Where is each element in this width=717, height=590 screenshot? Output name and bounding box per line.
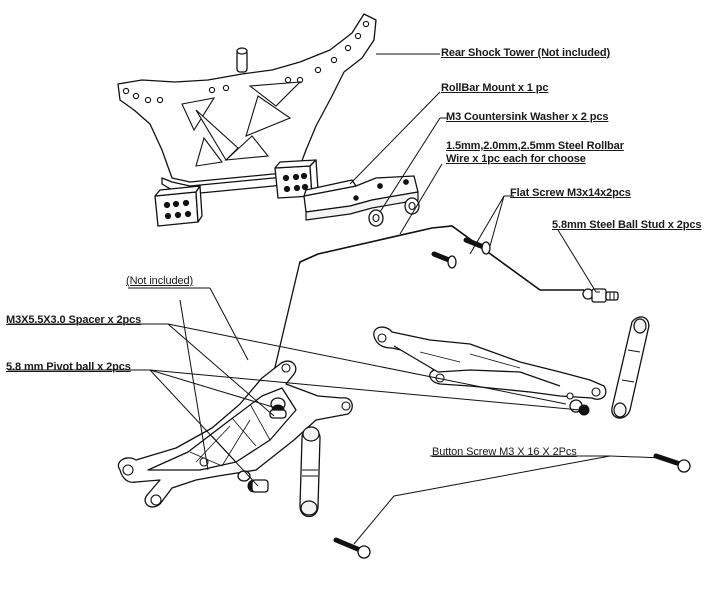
label-rollbar-wire-line1: 1.5mm,2.0mm,2.5mm Steel Rollbar bbox=[446, 140, 624, 152]
label-spacer: M3X5.5X3.0 Spacer x 2pcs bbox=[6, 314, 142, 326]
label-not-included: (Not included) bbox=[126, 275, 194, 287]
label-rollbar-wire-line2: Wire x 1pc each for choose bbox=[446, 153, 586, 165]
rollbar-wire bbox=[273, 225, 584, 373]
rear-shock-tower bbox=[117, 13, 377, 227]
flat-screws bbox=[431, 237, 491, 269]
button-screws bbox=[333, 453, 691, 559]
label-rollbar-mount: RollBar Mount x 1 pc bbox=[441, 82, 549, 94]
rollbar-mount bbox=[303, 175, 419, 221]
label-ball-stud: 5.8mm Steel Ball Stud x 2pcs bbox=[552, 219, 702, 231]
label-pivot-ball: 5.8 mm Pivot ball x 2pcs bbox=[6, 361, 131, 373]
right-rocker-arm bbox=[373, 326, 607, 416]
steel-ball-stud bbox=[582, 288, 619, 303]
center-linkage bbox=[299, 426, 321, 518]
label-rear-shock-tower: Rear Shock Tower (Not included) bbox=[441, 47, 611, 59]
leader-lines bbox=[8, 53, 665, 545]
label-button-screw: Button Screw M3 X 16 X 2Pcs bbox=[432, 446, 577, 458]
label-flat-screw: Flat Screw M3x14x2pcs bbox=[510, 187, 631, 199]
left-rocker-arm bbox=[117, 360, 353, 508]
countersink-washers bbox=[368, 197, 420, 227]
right-linkage bbox=[611, 316, 650, 419]
label-countersink-washer: M3 Countersink Washer x 2 pcs bbox=[446, 111, 609, 123]
